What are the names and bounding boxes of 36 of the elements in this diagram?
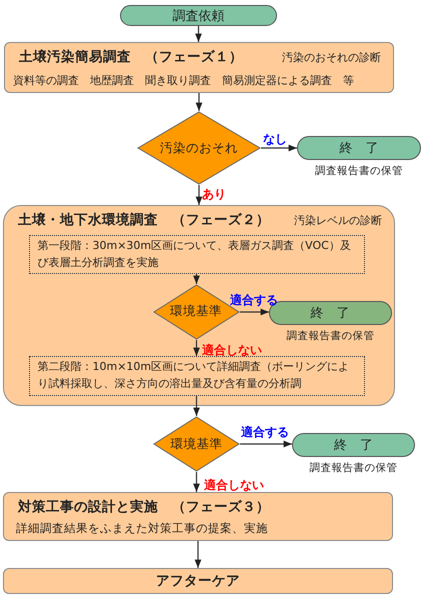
edge-label: あり — [202, 186, 226, 203]
phase-box — [4, 42, 394, 93]
step-box: 第二段階：10m×10m区画について詳細調査（ボーリングにより試料採取し、深さ方向の溶出量及び含有量の分析調 — [28, 356, 364, 396]
arrow — [195, 26, 202, 42]
process-box: アフターケア — [3, 568, 393, 594]
step-box: 第一段階：30m×30m区画について、表層ガス調査（VOC）及び表層土分析調査を実施 — [28, 234, 364, 274]
edge-label: 適合する — [241, 424, 289, 441]
decision-text: 汚染のおそれ — [160, 140, 238, 156]
arrow — [240, 308, 269, 316]
arrow — [196, 185, 202, 205]
edge-label: 適合しない — [204, 477, 264, 494]
phase-box — [3, 492, 393, 541]
phase-title: 土壌・地下水環境調査 （フェーズ２） — [18, 211, 270, 229]
caption-text: 調査報告書の保管 — [315, 164, 403, 178]
phase-title: 土壌汚染簡易調査 （フェーズ１） — [19, 48, 243, 66]
arrow — [261, 144, 297, 152]
arrow — [193, 340, 200, 356]
phase-box — [3, 205, 395, 406]
decision-diamond — [153, 416, 240, 472]
arrow — [240, 440, 292, 448]
caption-text: 調査報告書の保管 — [286, 329, 374, 343]
decision-text: 環境基準 — [170, 436, 222, 452]
phase-note: 汚染のおそれの診断 — [282, 50, 381, 65]
phase-note: 汚染レベルの診断 — [294, 213, 382, 228]
arrow — [193, 396, 200, 416]
decision-diamond — [137, 111, 261, 185]
arrow — [193, 274, 200, 284]
arrow — [194, 541, 202, 568]
arrow — [196, 93, 202, 111]
phase-detail: 詳細調査結果をふまえた対策工事の提案、実施 — [16, 521, 268, 536]
phase-detail: 資料等の調査 地歴調査 聞き取り調査 簡易測定器による調査 等 — [13, 73, 354, 88]
caption-text: 調査報告書の保管 — [310, 461, 398, 475]
arrow — [193, 472, 200, 492]
edge-label: なし — [263, 131, 287, 148]
phase-title: 対策工事の設計と実施 （フェーズ３） — [18, 498, 270, 516]
decision-text: 環境基準 — [170, 303, 222, 320]
